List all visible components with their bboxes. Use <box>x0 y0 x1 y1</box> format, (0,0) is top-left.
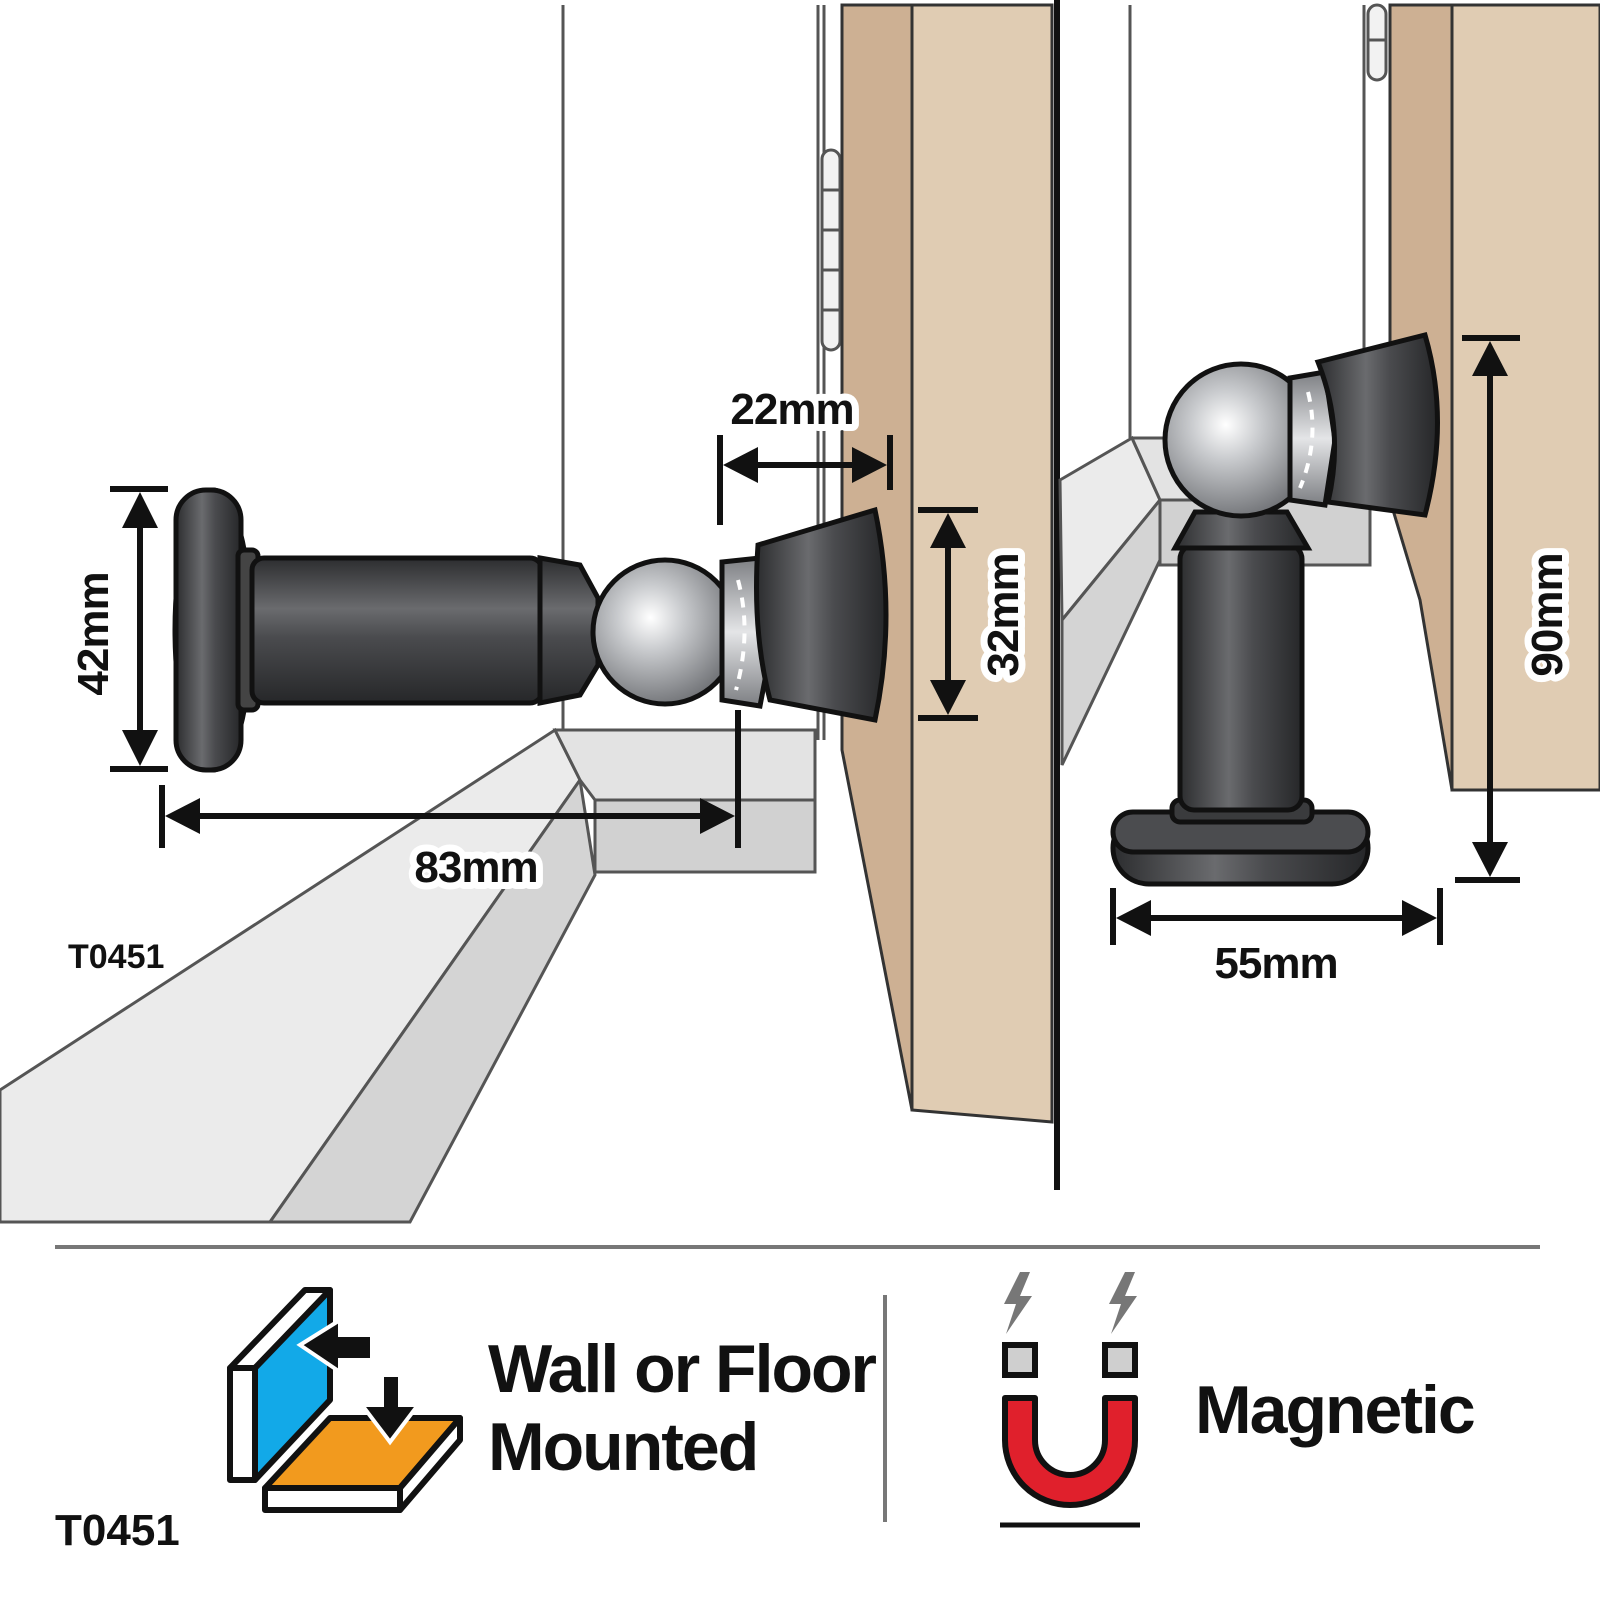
floor-trim-left <box>552 728 817 802</box>
floor-stopper-post <box>1177 542 1305 813</box>
dim-label-90mm: 90mm <box>1523 553 1572 676</box>
door-hinge-right <box>1366 3 1388 82</box>
lightning-icon <box>1109 1272 1137 1334</box>
right-scene: 90mm 55mm <box>1058 3 1600 995</box>
dim-label-55mm: 55mm <box>1214 939 1337 988</box>
wall-mounted-stopper <box>172 487 889 773</box>
feature-mounting-line2: Mounted <box>488 1409 757 1485</box>
floor-mounted-stopper <box>1110 331 1440 887</box>
dimension-lines-left <box>110 435 978 848</box>
feature-magnetic: Magnetic <box>1195 1372 1474 1448</box>
feature-mounting-line1: Wall or Floor <box>488 1331 877 1407</box>
magnet-icon <box>1000 1272 1140 1528</box>
door-face-left <box>910 3 1054 1124</box>
wall-floor-mount-icon <box>227 1287 463 1513</box>
door-hinge <box>820 148 842 352</box>
product-code-bottom: T0451 <box>55 1506 180 1555</box>
stopper-rod <box>249 555 545 706</box>
stopper-rubber-cup <box>754 506 889 723</box>
left-scene: 42mm 83mm 22mm 32mm T0451 <box>0 3 1054 1224</box>
floor-board-left <box>267 776 597 1224</box>
stopper-ball-joint <box>590 557 740 707</box>
dimension-lines-right <box>1110 335 1520 945</box>
lightning-icon <box>1004 1272 1032 1334</box>
dim-label-32mm: 32mm <box>979 553 1028 676</box>
product-code-top: T0451 <box>68 938 164 976</box>
dim-label-22mm: 22mm <box>730 385 853 434</box>
floor-stopper-cup <box>1314 331 1440 518</box>
dim-label-42mm: 42mm <box>69 572 118 695</box>
dim-label-83mm: 83mm <box>414 843 537 892</box>
